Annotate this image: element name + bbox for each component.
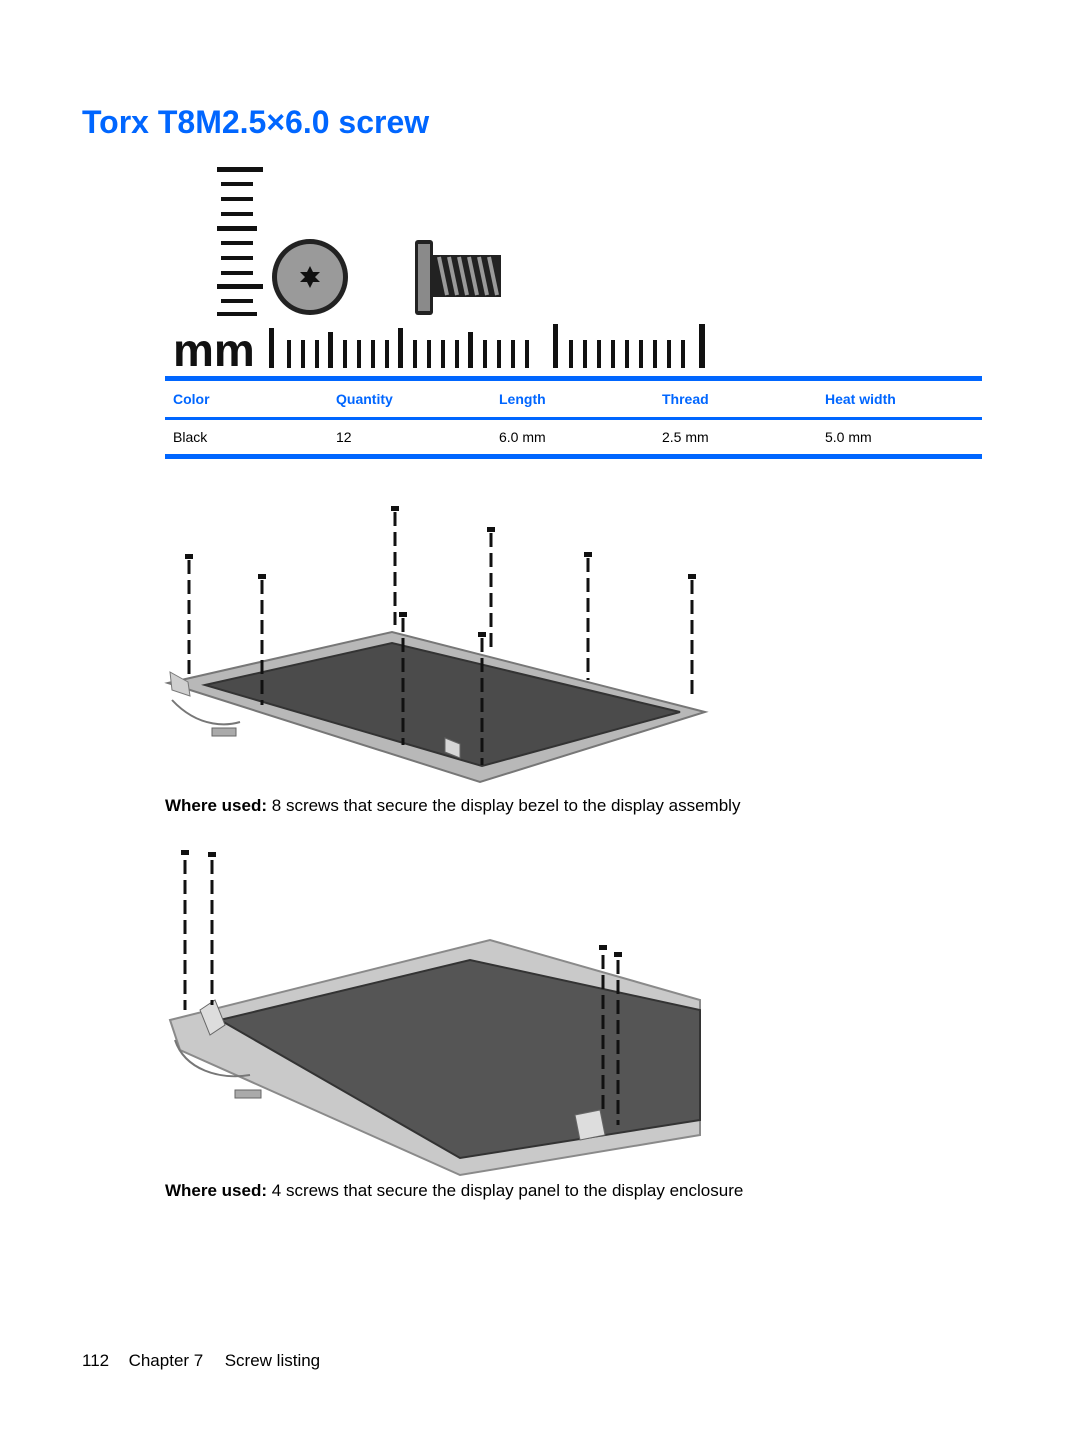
- screw-markers: [183, 860, 620, 1125]
- screw-side-view: [415, 240, 501, 315]
- cell-quantity: 12: [328, 418, 491, 459]
- chapter-label: Chapter 7: [128, 1351, 204, 1370]
- display-bezel-illustration: [164, 506, 709, 784]
- table-header-row: Color Quantity Length Thread Heat width: [165, 376, 982, 420]
- page-number: 112: [82, 1351, 110, 1370]
- header-thread: Thread: [654, 376, 817, 420]
- header-quantity: Quantity: [328, 376, 491, 420]
- vertical-ruler: [217, 167, 263, 316]
- table-row: Black 12 6.0 mm 2.5 mm 5.0 mm: [165, 418, 982, 459]
- screw-head-top-view: [272, 239, 348, 315]
- cell-heat-width: 5.0 mm: [817, 418, 982, 459]
- page-title: Torx T8M2.5×6.0 screw: [82, 104, 430, 140]
- horizontal-ruler: [269, 324, 705, 368]
- page-footer: 112 Chapter 7 Screw listing: [82, 1351, 320, 1371]
- caption-label: Where used:: [165, 1181, 268, 1200]
- header-heat-width: Heat width: [817, 376, 982, 420]
- figure-caption-panel: Where used: 4 screws that secure the dis…: [165, 1181, 743, 1201]
- caption-label: Where used:: [165, 796, 268, 815]
- screw-scale-illustration: mm: [173, 167, 705, 375]
- header-color: Color: [165, 376, 328, 420]
- caption-text: 8 screws that secure the display bezel t…: [271, 796, 741, 815]
- screw-markers: [187, 512, 694, 765]
- display-panel-illustration: [168, 850, 701, 1177]
- cell-thread: 2.5 mm: [654, 418, 817, 459]
- cell-color: Black: [165, 418, 328, 459]
- caption-text: 4 screws that secure the display panel t…: [271, 1181, 744, 1200]
- header-length: Length: [491, 376, 654, 420]
- cell-length: 6.0 mm: [491, 418, 654, 459]
- screw-spec-table: Color Quantity Length Thread Heat width …: [165, 376, 982, 459]
- mm-label: mm: [173, 324, 255, 375]
- figure-caption-bezel: Where used: 8 screws that secure the dis…: [165, 796, 740, 816]
- section-label: Screw listing: [224, 1351, 321, 1370]
